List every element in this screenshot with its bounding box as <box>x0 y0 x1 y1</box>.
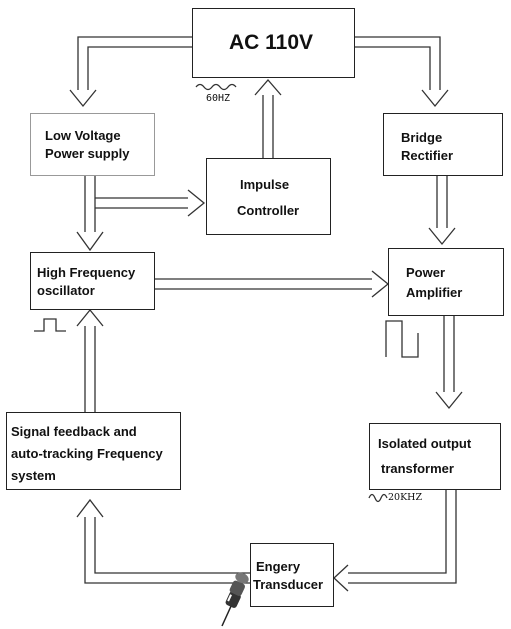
arrow-ac-to-low-voltage <box>69 36 192 108</box>
arrow-isolated-to-transducer <box>333 490 457 592</box>
arrow-amp-to-isolated <box>435 316 463 410</box>
feedback-line1: Signal feedback and <box>11 424 137 439</box>
arrow-low-voltage-to-impulse <box>95 189 206 217</box>
transducer-line2: Transducer <box>253 577 324 592</box>
low-voltage-box: Low Voltage Power supply <box>30 113 155 176</box>
arrow-bridge-to-amp <box>428 176 456 246</box>
ac-source-box: AC 110V <box>192 8 355 78</box>
arrow-transducer-to-feedback <box>76 498 250 584</box>
amp-line2: Amplifier <box>406 285 463 300</box>
arrow-feedback-to-hf <box>76 308 104 412</box>
hf-line2: oscillator <box>37 283 95 298</box>
square-wave-icon <box>385 320 419 358</box>
freq-20khz-label: 20KHZ <box>388 492 423 503</box>
impulse-controller-box: Impulse Controller <box>206 158 331 235</box>
freq-60hz-label: 60HZ <box>206 93 231 104</box>
arrow-hf-to-amp <box>155 270 390 298</box>
square-wave-icon <box>34 318 66 332</box>
isolated-transformer-box: Isolated output transformer <box>369 423 501 490</box>
bridge-rectifier-box: Bridge Rectifier <box>383 113 503 176</box>
isolated-line2: transformer <box>381 461 454 476</box>
bridge-line1: Bridge <box>401 130 443 145</box>
sine-wave-icon <box>195 83 237 91</box>
power-amplifier-box: Power Amplifier <box>388 248 504 316</box>
feedback-system-box: Signal feedback and auto-tracking Freque… <box>6 412 181 490</box>
arrow-ac-to-bridge <box>355 36 449 108</box>
impulse-line2: Controller <box>237 203 300 218</box>
bridge-line2: Rectifier <box>401 148 454 163</box>
ac-source-label: AC 110V <box>229 31 314 54</box>
amp-line1: Power <box>406 265 446 280</box>
arrow-low-voltage-to-hf <box>76 176 104 252</box>
feedback-line3: system <box>11 468 56 483</box>
low-voltage-line2: Power supply <box>45 146 130 161</box>
hf-oscillator-box: High Frequency oscillator <box>30 252 155 310</box>
sine-wave-icon <box>368 493 388 503</box>
arrow-impulse-to-ac <box>254 79 282 158</box>
transducer-line1: Engery <box>256 559 301 574</box>
feedback-line2: auto-tracking Frequency <box>11 446 163 461</box>
low-voltage-line1: Low Voltage <box>45 128 121 143</box>
transducer-probe-icon <box>221 572 249 627</box>
energy-transducer-box: Engery Transducer <box>250 543 334 607</box>
hf-line1: High Frequency <box>37 265 136 280</box>
isolated-line1: Isolated output <box>378 436 472 451</box>
impulse-line1: Impulse <box>240 177 290 192</box>
